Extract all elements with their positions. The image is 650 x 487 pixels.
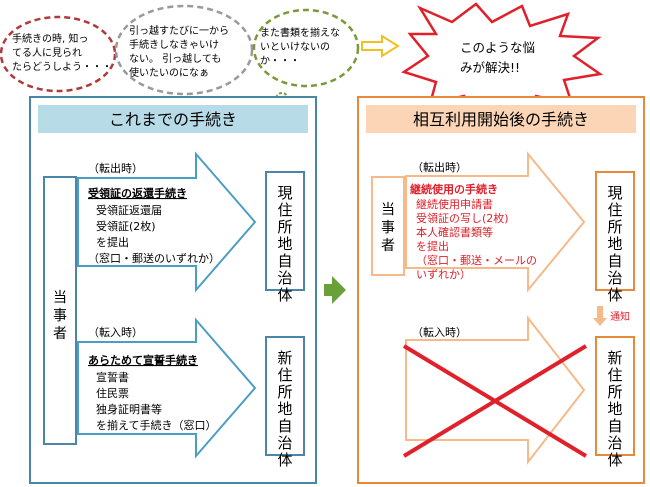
bubble3-line2: いといけないの — [260, 41, 330, 53]
notify-arrow-icon — [593, 306, 607, 326]
right-in-label: （転入時） — [412, 326, 467, 339]
right-panel-title: 相互利用開始後の手続き — [413, 110, 589, 129]
left-current-office-char: 所 — [277, 218, 292, 236]
left-in-item-2: 住民票 — [96, 386, 129, 400]
right-out-item-5: （窓口・郵送・メールの — [416, 253, 537, 267]
left-new-office-char: 治 — [277, 434, 292, 452]
bubble2-line1: 引っ越すたびに一から — [129, 24, 229, 37]
right-current-office-char: 地 — [607, 235, 622, 253]
thought-bubble-1: 手続きの時, 知っ てる人に見られ たらどうしよう・・・ — [0, 15, 117, 121]
bubble3-line1: また書類を揃えな — [260, 26, 340, 39]
left-current-office-char: 体 — [277, 286, 292, 304]
right-new-office-char: 治 — [607, 434, 622, 452]
left-new-office-char: 体 — [277, 451, 292, 469]
right-out-item-4: を提出 — [416, 239, 449, 253]
left-panel: これまでの手続き 当 事 者 （転出時） 受領証の返還手続き 受領証返還届 受領… — [29, 96, 317, 484]
left-current-office-char: 地 — [277, 235, 292, 253]
right-out-heading: 継続使用の手続き — [410, 182, 498, 196]
bubble2-line3: ない。 引っ越しても — [129, 52, 221, 65]
notify-label: 通知 — [610, 310, 630, 323]
right-new-office-char: 体 — [607, 451, 622, 469]
left-out-item-1: 受領証返還届 — [96, 203, 162, 217]
transition-arrow-icon — [324, 276, 346, 304]
left-in-label: （転入時） — [88, 326, 143, 339]
left-in-item-3: 独身証明書等 — [96, 402, 162, 416]
cross-out-mark — [402, 344, 588, 458]
left-new-office-char: 新 — [277, 349, 292, 367]
right-new-office-char: 新 — [607, 349, 622, 367]
bubble2-line2: 手続きしなきゃいけ — [129, 38, 219, 51]
solution-burst: このような悩 みが解決!! — [401, 2, 604, 120]
right-party-char-2: 事 — [381, 220, 395, 236]
right-new-office-char: 地 — [607, 400, 622, 418]
left-party-char-1: 当 — [53, 290, 67, 306]
right-current-office-char: 所 — [607, 218, 622, 236]
bubble3-line3: か・・・ — [260, 55, 300, 67]
left-new-office-char: 住 — [277, 366, 292, 384]
right-current-office-char: 住 — [607, 201, 622, 219]
right-out-item-1: 継続使用申請書 — [416, 197, 493, 211]
left-current-office-char: 自 — [277, 252, 292, 270]
left-out-label: （転出時） — [88, 161, 143, 175]
right-out-label: （転出時） — [412, 160, 467, 174]
burst-line1: このような悩 — [460, 40, 535, 55]
left-new-office-char: 自 — [277, 417, 292, 435]
right-out-item-3: 本人確認書類等 — [416, 225, 493, 239]
right-new-office-char: 所 — [607, 383, 622, 401]
right-party-char-1: 当 — [381, 202, 395, 218]
left-party-char-3: 者 — [53, 326, 67, 342]
right-party-char-3: 者 — [381, 238, 395, 254]
arrow-to-burst-icon — [361, 34, 400, 58]
left-out-heading: 受領証の返還手続き — [88, 186, 187, 200]
left-panel-title: これまでの手続き — [109, 110, 237, 129]
thought-bubble-2: 引っ越すたびに一から 手続きしなきゃいけ ない。 引っ越しても 使いたいのになぁ — [114, 4, 254, 121]
left-in-item-1: 宣誓書 — [96, 370, 129, 384]
bubble1-line1: 手続きの時, 知っ — [12, 32, 88, 45]
bubble2-line4: 使いたいのになぁ — [129, 66, 209, 79]
left-party-char-2: 事 — [53, 308, 67, 324]
right-current-office-char: 体 — [607, 286, 622, 304]
left-in-heading: あらためて宣誓手続き — [88, 353, 198, 367]
right-panel: 相互利用開始後の手続き 当 事 者 （転出時） 継続使用の手続き 継続使用申請書… — [357, 96, 645, 484]
left-in-item-4: を揃えて手続き（窓口） — [96, 418, 216, 432]
left-out-item-2: 受領証(2枚) — [96, 219, 156, 233]
left-current-office-char: 治 — [277, 269, 292, 287]
left-current-office-char: 住 — [277, 201, 292, 219]
bubble1-line3: たらどうしよう・・・ — [12, 61, 112, 73]
left-new-office-char: 地 — [277, 400, 292, 418]
right-current-office-char: 治 — [607, 269, 622, 287]
right-current-office-char: 自 — [607, 252, 622, 270]
burst-line2: みが解決!! — [460, 60, 520, 75]
left-out-item-4: （窓口・郵送のいずれか） — [88, 251, 220, 265]
right-current-office-char: 現 — [607, 184, 622, 202]
right-new-office-char: 自 — [607, 417, 622, 435]
left-out-item-3: を提出 — [96, 235, 129, 249]
bubble1-line2: てる人に見られ — [12, 47, 82, 59]
left-new-office-char: 所 — [277, 383, 292, 401]
thought-bubble-3: また書類を揃えな いといけないの か・・・ — [252, 8, 360, 117]
left-current-office-char: 現 — [277, 184, 292, 202]
right-out-item-6: いずれか） — [416, 268, 471, 281]
right-out-item-2: 受領証の写し(2枚) — [416, 211, 509, 225]
right-new-office-char: 住 — [607, 366, 622, 384]
